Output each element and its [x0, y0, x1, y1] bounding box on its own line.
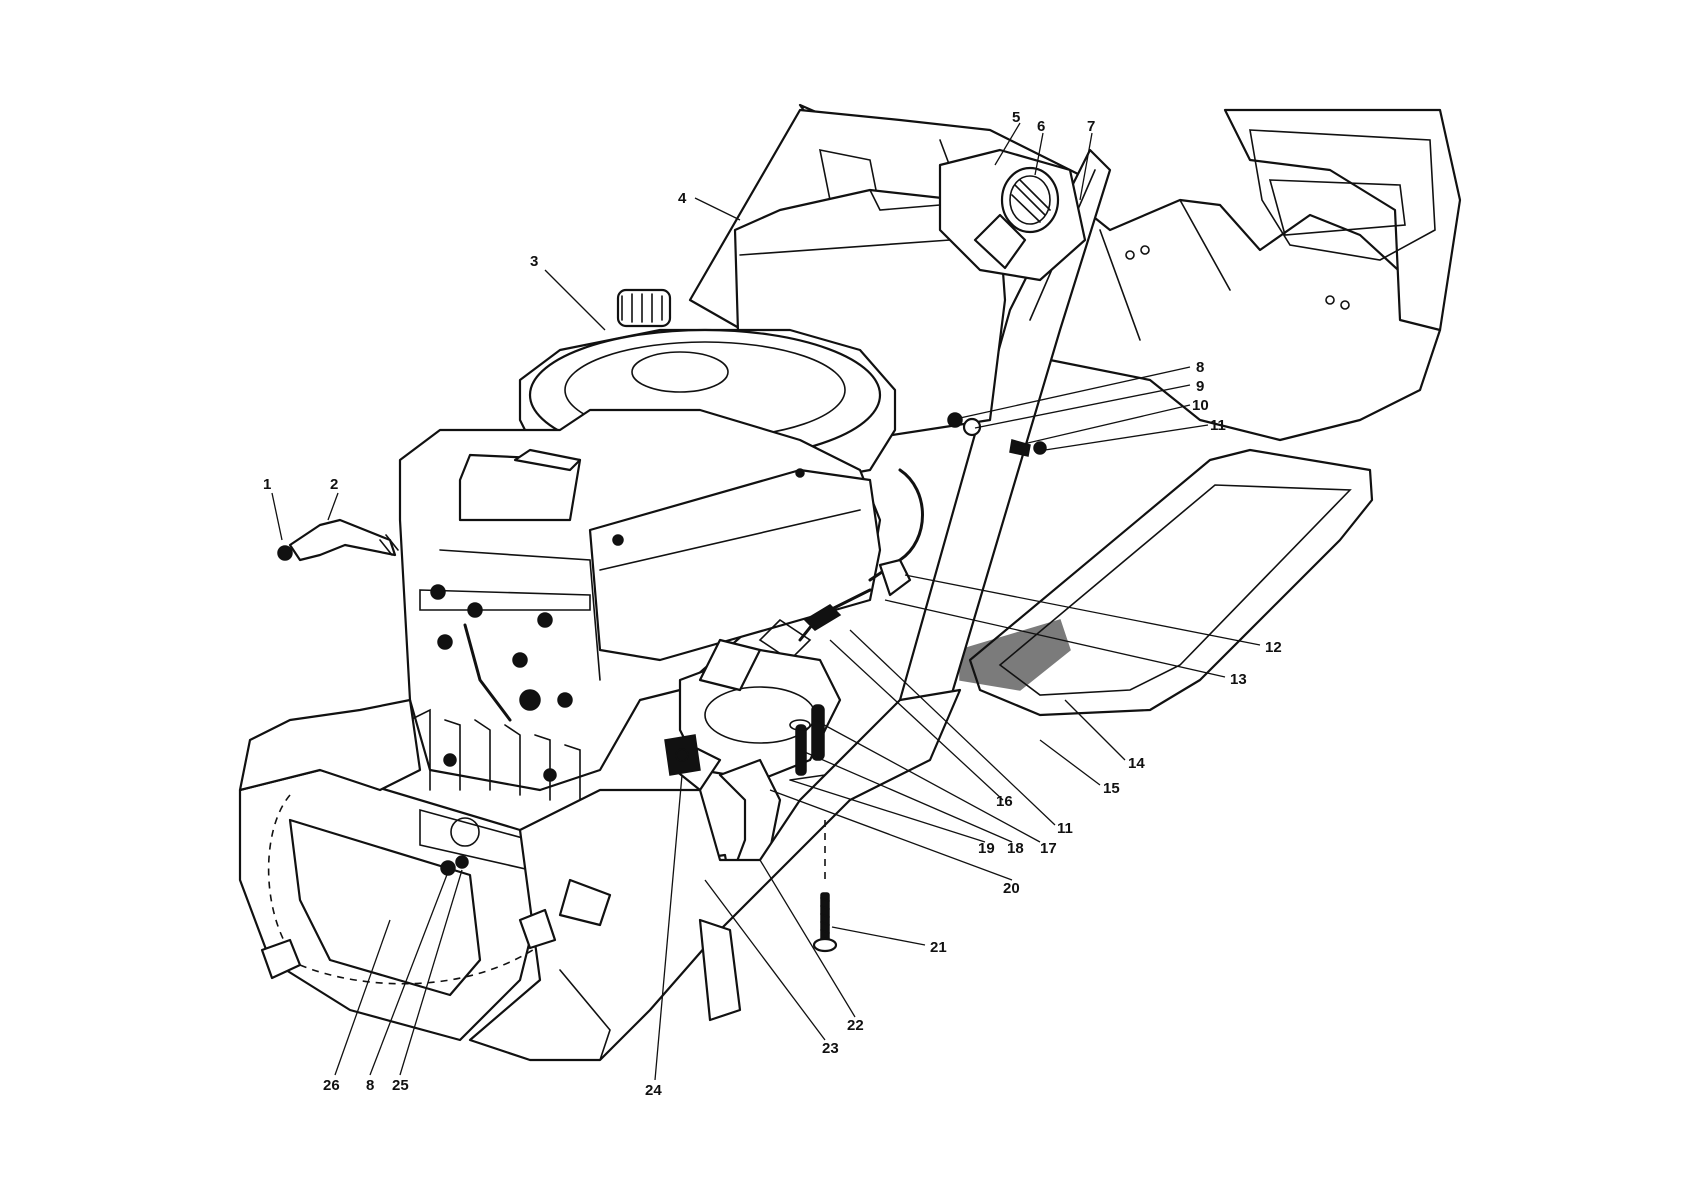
callout-12: 12: [1265, 639, 1282, 656]
muffler-assembly: [238, 768, 561, 1042]
fitting-24: [664, 734, 701, 776]
mount-hardware: [947, 412, 1047, 457]
callout-3: 3: [530, 253, 538, 270]
callout-1: 1: [263, 476, 271, 493]
callout-15: 15: [1103, 780, 1120, 797]
front-pan-frame: [238, 688, 962, 1062]
callout-17: 17: [1040, 840, 1057, 857]
callout-26: 26: [323, 1077, 340, 1094]
callout-10: 10: [1192, 397, 1209, 414]
callout-4: 4: [678, 190, 687, 207]
callout-5: 5: [1012, 109, 1020, 126]
callout-25: 25: [392, 1077, 409, 1094]
callout-14: 14: [1128, 755, 1145, 772]
callout-11-upper: 11: [1210, 417, 1226, 434]
callout-6: 6: [1037, 118, 1045, 135]
callout-9: 9: [1196, 378, 1204, 395]
callout-20: 20: [1003, 880, 1020, 897]
callout-11-lower: 11: [1057, 820, 1073, 837]
bolt-21: [812, 820, 838, 953]
callout-18: 18: [1007, 840, 1024, 857]
callout-19: 19: [978, 840, 995, 857]
callout-8-lower: 8: [366, 1077, 374, 1094]
callout-23: 23: [822, 1040, 839, 1057]
callout-labels: 1 2 3 4 5 6 7 8 9 10 11 12 13 14 15 16 1…: [263, 109, 1282, 1099]
fuel-cap-assembly: [938, 148, 1087, 282]
callout-2: 2: [330, 476, 338, 493]
callout-8-upper: 8: [1196, 359, 1204, 376]
fuel-filter-assembly: [758, 468, 924, 662]
callout-16: 16: [996, 793, 1013, 810]
leader-lines: [271, 122, 1261, 1081]
footrest-pan: [959, 448, 1374, 717]
callout-22: 22: [847, 1017, 864, 1034]
callout-13: 13: [1230, 671, 1247, 688]
callout-21: 21: [930, 939, 947, 956]
breather-hose: [277, 518, 399, 562]
callout-24: 24: [645, 1082, 662, 1099]
callout-7: 7: [1087, 118, 1095, 135]
engine-cover: [588, 468, 882, 662]
